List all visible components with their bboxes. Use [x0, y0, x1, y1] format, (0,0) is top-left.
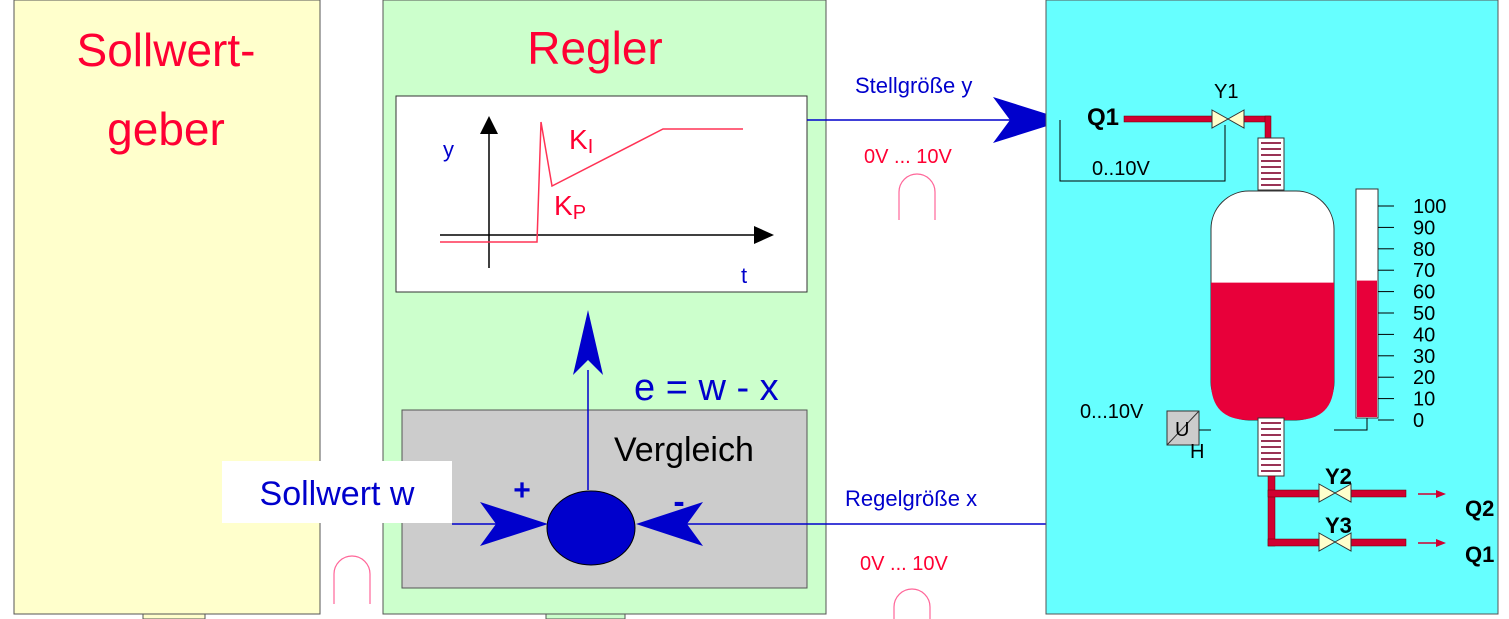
outlet-q1-label: Q1: [1465, 542, 1494, 567]
transducer-u: U: [1175, 419, 1189, 441]
scale-label: 100: [1413, 196, 1446, 218]
inlet-flowmeter: [1257, 137, 1285, 191]
scale-label: 30: [1413, 346, 1435, 368]
scale-label: 60: [1413, 282, 1435, 304]
connector-symbol: [893, 588, 931, 619]
t-axis-arrow-icon: [754, 226, 774, 244]
manipulated-label: Stellgröße y: [855, 73, 972, 98]
sensor-range: 0...10V: [1080, 401, 1144, 423]
connector-symbol: [333, 555, 371, 604]
valve-y2-label: Y2: [1325, 464, 1352, 489]
scale-label: 80: [1413, 239, 1435, 261]
plot-t-label: t: [741, 263, 747, 288]
scale-label: 20: [1413, 367, 1435, 389]
scale-label: 0: [1413, 410, 1424, 432]
step-response-plot: y t KI KP: [395, 95, 808, 293]
valve-y2-icon: [1318, 483, 1352, 503]
minus-sign: -: [673, 483, 684, 521]
valve-y1-icon: [1211, 109, 1245, 129]
ki-label: KI: [569, 124, 593, 158]
controller-panel: Regler y t KI KP Vergleich e = w - x + -: [382, 0, 827, 619]
outlet-q2-label: Q2: [1465, 496, 1494, 521]
outlet-q2-arrow-icon: [1436, 490, 1446, 498]
inlet-pipe: [1123, 115, 1215, 123]
transducer-h: H: [1190, 441, 1204, 463]
setpoint-title-line1: Sollwert-: [77, 24, 256, 76]
setpoint-title-line2: geber: [107, 103, 225, 155]
setpoint-panel: Sollwert- geber: [13, 0, 321, 619]
scale-label: 10: [1413, 389, 1435, 411]
inlet-label: Q1: [1087, 104, 1119, 131]
controlled-range: 0V ... 10V: [860, 553, 948, 575]
controller-title: Regler: [527, 22, 663, 74]
level-scale: [1378, 205, 1394, 421]
valve-y1-label: Y1: [1214, 81, 1238, 103]
compare-label: Vergleich: [614, 431, 754, 469]
error-equation: e = w - x: [634, 367, 779, 409]
valve-y3-label: Y3: [1325, 513, 1352, 538]
controlled-label: Regelgröße x: [845, 486, 977, 511]
valve-y3-icon: [1318, 532, 1352, 552]
setpoint-label: Sollwert w: [260, 475, 415, 513]
setpoint-signal: Sollwert w: [222, 461, 548, 546]
feedback-arrow-icon: [636, 502, 703, 546]
setpoint-arrow-icon: [480, 502, 548, 546]
outlet-q1-arrow-icon: [1436, 539, 1446, 547]
scale-label: 40: [1413, 324, 1435, 346]
scale-label: 90: [1413, 217, 1435, 239]
manipulated-range: 0V ... 10V: [864, 146, 952, 168]
scale-label: 50: [1413, 303, 1435, 325]
plus-sign: +: [513, 474, 531, 507]
valve-y1-range: 0..10V: [1092, 158, 1150, 180]
setpoint-label-box: [222, 461, 452, 523]
kp-label: KP: [554, 190, 586, 224]
tank-fluid: [1211, 282, 1334, 420]
error-arrow-icon: [573, 310, 603, 375]
scale-label: 70: [1413, 260, 1435, 282]
connector-symbol: [898, 173, 936, 220]
plot-y-label: y: [443, 137, 454, 162]
manipulated-signal: Stellgröße y 0V ... 10V: [807, 73, 1066, 168]
pi-response-curve: [440, 121, 743, 243]
level-gauge-fill: [1357, 280, 1377, 417]
y-axis-arrow-icon: [480, 116, 498, 134]
manipulated-arrow-icon: [993, 97, 1066, 143]
summing-junction: [546, 490, 636, 566]
